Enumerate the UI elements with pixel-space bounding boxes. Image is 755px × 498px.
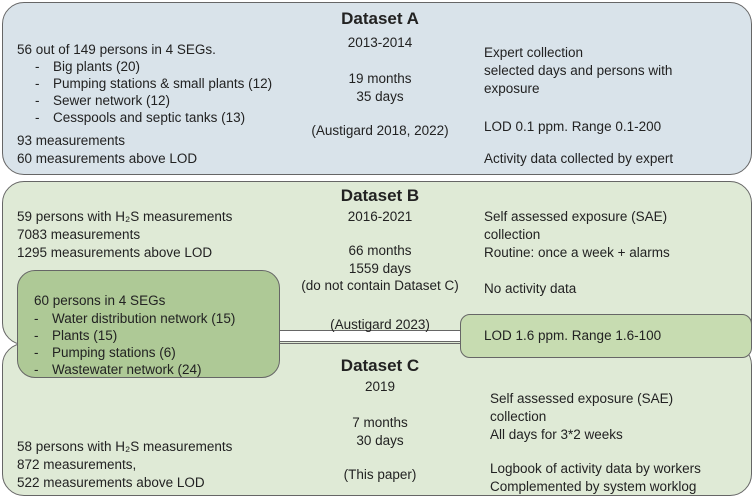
dataset-b-reference: (Austigard 2023) [330, 317, 430, 332]
dataset-a-months: 19 months [348, 71, 412, 86]
dataset-b-collection-detail: collection [484, 227, 541, 242]
dataset-c-title: Dataset C [340, 356, 420, 375]
dataset-a-collection-detail-2: exposure [484, 81, 540, 96]
dataset-c-days: 30 days [356, 433, 404, 448]
list-item: Water distribution network (15) [34, 310, 235, 327]
dataset-c-above-lod: 522 measurements above LOD [17, 475, 205, 490]
dataset-a-collection-detail: selected days and persons with [484, 63, 673, 78]
dataset-c-collection-detail: collection [490, 409, 547, 424]
dataset-c-collection: Self assessed exposure (SAE) [490, 391, 674, 406]
dataset-a-measurements: 93 measurements [17, 133, 126, 148]
dataset-a-activity: Activity data collected by expert [484, 151, 674, 166]
dataset-b-measurements: 7083 measurements [17, 227, 141, 242]
dataset-a-collection: Expert collection [484, 45, 584, 60]
list-item: Sewer network (12) [35, 92, 272, 109]
dataset-a-above-lod: 60 measurements above LOD [17, 151, 198, 166]
dataset-c-measurements: 872 measurements, [17, 457, 137, 472]
list-item: Cesspools and septic tanks (13) [35, 109, 272, 126]
dataset-b-days: 1559 days [348, 261, 412, 276]
shared-persons: 60 persons in 4 SEGs [34, 293, 166, 308]
shared-seg-list: Water distribution network (15) Plants (… [34, 310, 235, 378]
dataset-a-reference: (Austigard 2018, 2022) [311, 123, 449, 138]
dataset-b-persons: 59 persons with H₂S measurements [17, 209, 233, 224]
dataset-b-months: 66 months [348, 243, 412, 258]
list-item: Wastewater network (24) [34, 361, 235, 378]
dataset-c-reference: (This paper) [343, 467, 417, 482]
dataset-a-years: 2013-2014 [347, 35, 413, 50]
list-item: Plants (15) [34, 327, 235, 344]
dataset-c-persons: 58 persons with H₂S measurements [17, 439, 233, 454]
dataset-b-activity: No activity data [484, 281, 577, 296]
list-item: Pumping stations (6) [34, 344, 235, 361]
dataset-b-routine: Routine: once a week + alarms [484, 245, 670, 260]
dataset-a-title: Dataset A [341, 9, 419, 28]
dataset-c-months: 7 months [352, 415, 408, 430]
connector-bar [280, 330, 461, 342]
dataset-a-persons: 56 out of 149 persons in 4 SEGs. [17, 42, 216, 57]
dataset-b-above-lod: 1295 measurements above LOD [17, 245, 213, 260]
list-item: Big plants (20) [35, 58, 272, 75]
shared-lod-box [460, 314, 752, 358]
list-item: Pumping stations & small plants (12) [35, 75, 272, 92]
dataset-a-seg-list: Big plants (20) Pumping stations & small… [35, 58, 272, 126]
dataset-c-activity: Logbook of activity data by workers [490, 461, 701, 476]
dataset-b-collection: Self assessed exposure (SAE) [484, 209, 668, 224]
dataset-a-days: 35 days [356, 89, 404, 104]
dataset-c-days-detail: All days for 3*2 weeks [490, 427, 623, 442]
dataset-b-years: 2016-2021 [347, 209, 413, 224]
dataset-b-note: (do not contain Dataset C) [301, 278, 459, 293]
dataset-c-years: 2019 [364, 379, 396, 394]
shared-lod: LOD 1.6 ppm. Range 1.6-100 [484, 328, 662, 343]
dataset-a-lod: LOD 0.1 ppm. Range 0.1-200 [484, 119, 662, 134]
dataset-c-activity-detail: Complemented by system worklog [490, 479, 697, 494]
dataset-b-title: Dataset B [340, 186, 420, 205]
